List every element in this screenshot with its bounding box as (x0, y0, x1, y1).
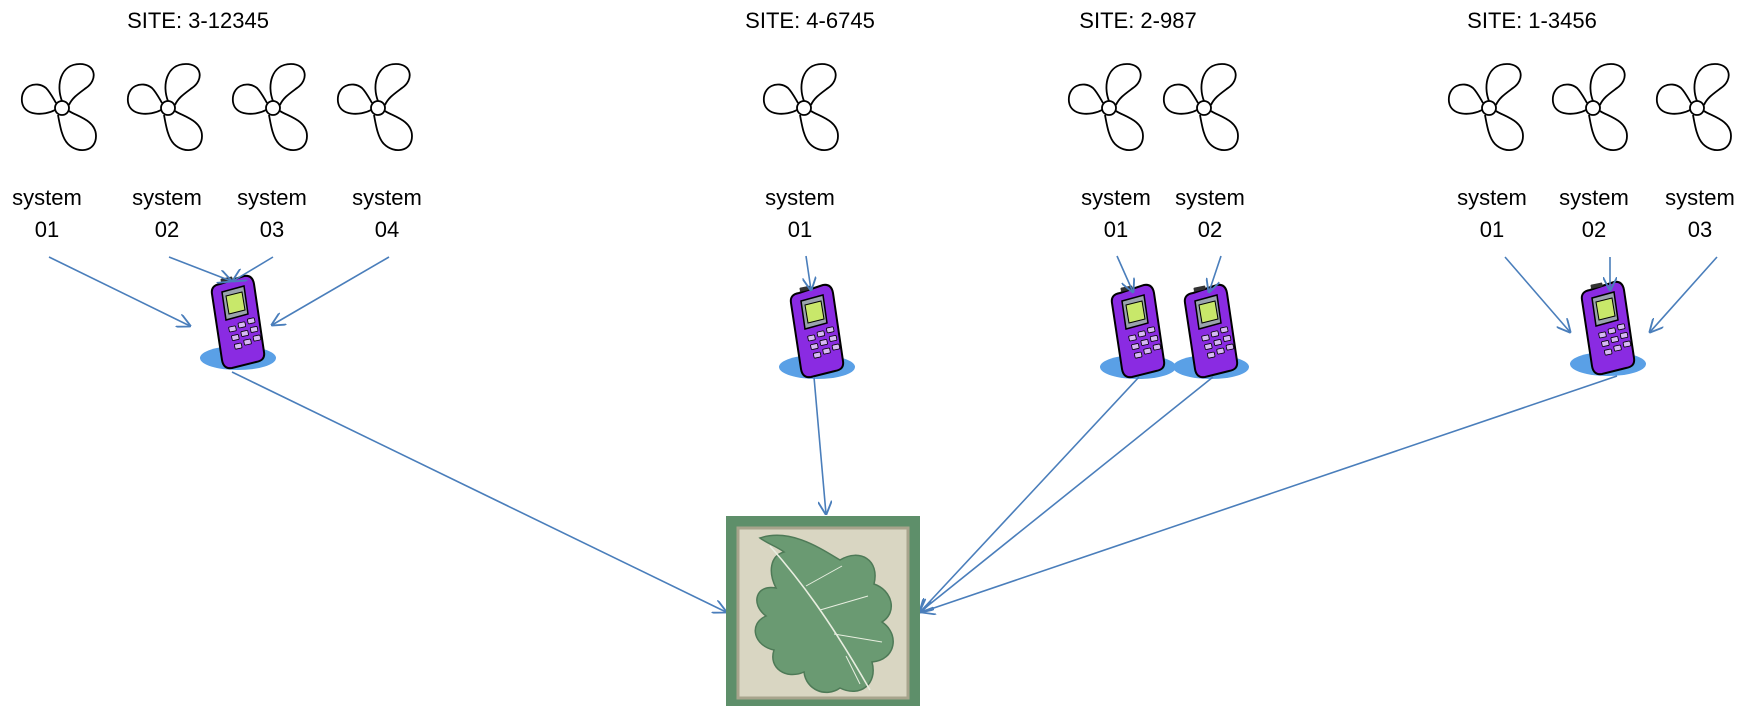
site-title-1: SITE: 3-12345 (127, 8, 269, 33)
cell-phone-icon (1172, 283, 1250, 380)
fan-icon (762, 63, 839, 152)
fan-icon (1447, 63, 1524, 152)
arrow (920, 376, 1140, 612)
arrow (1116, 255, 1133, 292)
site-title-3: SITE: 2-987 (1079, 8, 1197, 33)
fan-icon (1162, 63, 1239, 152)
fan-icon (336, 63, 413, 152)
arrow (168, 256, 231, 281)
arrow (231, 371, 726, 612)
arrow (233, 256, 274, 281)
arrow (272, 256, 390, 325)
arrow (920, 376, 1214, 612)
arrow (48, 256, 190, 326)
phone-to-hub-arrows (231, 371, 1618, 612)
site-title-2: SITE: 4-6745 (745, 8, 875, 33)
cell-phone-icon (778, 283, 856, 380)
arrow (1209, 255, 1222, 292)
fan-icon (1655, 63, 1732, 152)
arrow (813, 376, 826, 514)
cell-phone-icon (199, 274, 277, 371)
system-to-phone-arrows (48, 255, 1718, 332)
oak-leaf-logo (726, 516, 920, 706)
fan-icon (1551, 63, 1628, 152)
fan-icon (1067, 63, 1144, 152)
fan-icon (126, 63, 203, 152)
fan-icon (20, 63, 97, 152)
arrow (1504, 256, 1570, 332)
arrow (922, 375, 1618, 612)
site-title-4: SITE: 1-3456 (1467, 8, 1597, 33)
cell-phone-icon (1099, 283, 1177, 380)
cell-phone-icon (1569, 280, 1647, 377)
arrow (1650, 256, 1718, 332)
arrow (806, 255, 811, 290)
fan-icon (231, 63, 308, 152)
